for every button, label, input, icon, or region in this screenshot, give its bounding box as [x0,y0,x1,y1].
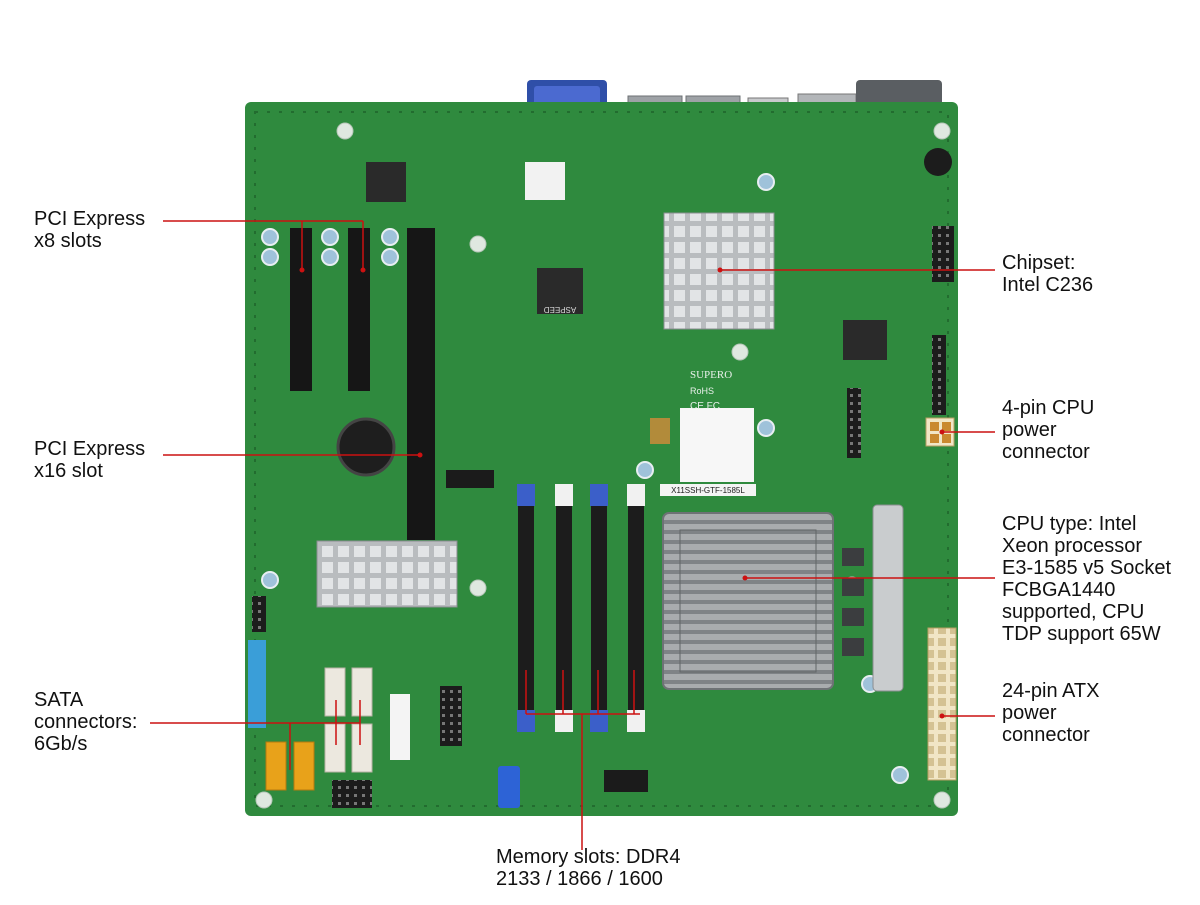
callout-memory: Memory slots: DDR4 2133 / 1866 / 1600 [496,846,680,890]
cpu-heatsink [662,512,834,690]
callout-chipset-line-2: Intel C236 [1002,274,1094,296]
mounting-holes [255,122,951,809]
dimm-slot-4-latch-top [627,484,645,506]
dimm-slot-2-latch-bottom [555,710,573,732]
callout-atx-power-line-3: connector [1002,724,1090,746]
dimm-slot-1-latch-bottom [517,710,535,732]
sata-connectors [324,667,373,773]
callout-cpu-power-line-3: connector [1002,441,1090,463]
callout-pcie-x16-line-1: PCI Express [34,438,146,460]
sata-connectors-yellow [265,741,315,791]
dimm-slot-1-latch-top [517,484,535,506]
label-sticker [390,694,410,760]
silk-brand: SUPERO [690,369,732,381]
callout-cpu-power-line-2: power [1002,419,1057,441]
capacitors [261,173,909,784]
callout-pcie-x8-line-1: PCI Express [34,208,146,230]
silk-model: X11SSH-GTF-1585L [671,486,745,495]
callout-atx-power: 24-pin ATX power connector [1002,680,1099,746]
internal-usb3-header [248,640,266,728]
callout-sata-line-1: SATA [34,689,84,711]
dimm-slots [517,484,645,732]
pcie-x8-slot-2 [348,228,370,391]
callout-sata-line-3: 6Gb/s [34,733,88,755]
callout-cpu-type-line-3: E3-1585 v5 Socket [1002,557,1171,579]
callout-atx-power-line-1: 24-pin ATX [1002,680,1100,702]
pcie-x8-slot-1 [290,228,312,391]
pin-headers [252,226,954,808]
buzzer [924,148,952,176]
pcb-texture [254,111,949,807]
silk-rohs: RoHS [690,386,714,396]
vrm-chokes [842,548,864,656]
ic-chips [366,162,887,482]
cmos-battery [336,417,396,477]
callout-chipset: Chipset: Intel C236 [1002,252,1093,296]
silk-marks: CE FC [690,401,720,412]
dimm-slot-3 [591,486,607,732]
callout-cpu-type-line-6: TDP support 65W [1002,623,1161,645]
dimm-slot-3-latch-top [590,484,608,506]
callout-pcie-x8-line-2: x8 slots [34,230,102,252]
callout-dots [299,267,945,719]
dimm-slot-2 [556,486,572,732]
callout-cpu-type-line-2: Xeon processor [1002,535,1143,557]
callout-memory-line-1: Memory slots: DDR4 [496,846,681,868]
sas-connector [604,770,648,792]
callout-sata-line-2: connectors: [34,711,138,733]
dimm-slot-2-latch-top [555,484,573,506]
callout-chipset-line-1: Chipset: [1002,252,1076,274]
callout-cpu-type-line-4: FCBGA1440 [1002,579,1116,601]
callout-cpu-power: 4-pin CPU power connector [1002,397,1094,463]
callout-cpu-type: CPU type: Intel Xeon processor E3-1585 v… [1002,513,1171,645]
callout-cpu-type-line-1: CPU type: Intel [1002,513,1137,535]
callout-pcie-x16-line-2: x16 slot [34,460,103,482]
callout-pcie-x16: PCI Express x16 slot [34,438,145,482]
callout-atx-power-line-2: power [1002,702,1057,724]
callout-lines [150,220,995,850]
model-label-plate [660,484,756,496]
aux-heatsink [316,540,458,608]
callout-memory-line-2: 2133 / 1866 / 1600 [496,868,663,890]
dimm-slot-3-latch-bottom [590,710,608,732]
callout-sata: SATA connectors: 6Gb/s [34,689,137,755]
vrm-heatsink [872,504,904,692]
dimm-slot-4-latch-bottom [627,710,645,732]
dimm-slot-1 [518,486,534,732]
callout-cpu-type-line-5: supported, CPU [1002,601,1145,623]
m2-slot [446,470,494,488]
callout-pcie-x8: PCI Express x8 slots [34,208,145,252]
bmc-chip-label: ASPEED [544,305,577,314]
atx-power-connector [927,627,957,781]
dimm-slot-4 [628,486,644,732]
internal-usb-port [498,766,520,808]
pcie-x16-slot [407,228,435,540]
cpu-heatsink-frame [679,529,817,673]
callout-cpu-power-line-1: 4-pin CPU [1002,397,1095,419]
